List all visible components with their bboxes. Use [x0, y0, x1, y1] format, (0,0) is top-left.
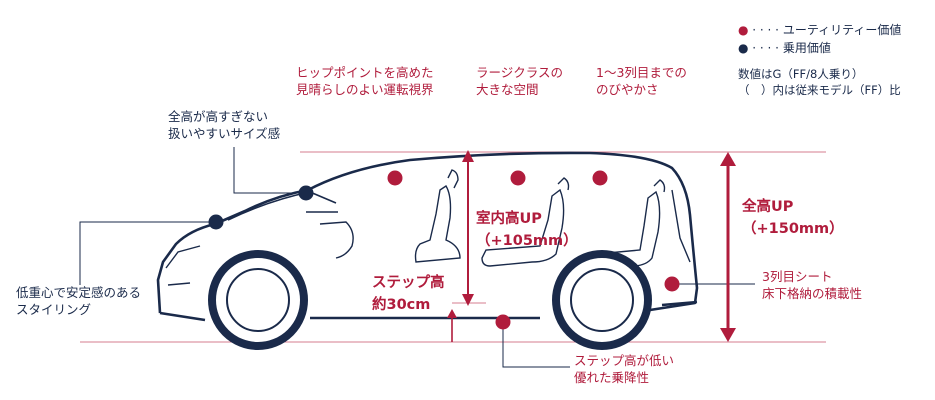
step-height-arrow: [447, 309, 457, 342]
label-interior-height: 室内高UP （+105mm）: [476, 211, 578, 249]
callout-large-space: ラージクラスの 大きな空間: [476, 65, 564, 97]
legend-passenger-label: ● · · · · 乗用価値: [738, 41, 831, 55]
rear-wheel: [552, 250, 652, 350]
callout-size-feel: 全高が高すぎない 扱いやすいサイズ感: [168, 109, 281, 141]
car-body-outline: [156, 151, 699, 314]
leader-step-low: [502, 322, 570, 368]
legend-passenger: ● · · · · 乗用価値: [738, 40, 831, 56]
interior-height-arrow: [462, 150, 474, 306]
legend-bullet-icon: ●: [738, 23, 749, 37]
callout-styling: 低重心で安定感のある スタイリング: [16, 285, 142, 317]
callout-step-low: ステップ高が低い 優れた乗降性: [574, 353, 675, 385]
front-wheel: [208, 250, 308, 350]
legend-utility: ● · · · · ユーティリティー価値: [738, 22, 901, 38]
label-overall-height: 全高UP （+150mm）: [742, 199, 844, 237]
leader-size-feel: [233, 147, 306, 194]
front-seat: [414, 169, 461, 263]
headlight: [165, 245, 201, 286]
dot-row-space: [592, 170, 608, 186]
dot-third-row: [664, 276, 680, 292]
note-line-1: 数値はG（FF/8人乗り）: [738, 67, 864, 81]
label-step-height: ステップ高 約30cm: [372, 275, 445, 313]
callout-row-space: 1～3列目までの のびやかさ: [596, 65, 687, 97]
dashboard-detail: [306, 211, 354, 259]
rear-detail: [671, 189, 691, 263]
legend-bullet-icon: ●: [738, 41, 749, 55]
dot-hip-point: [387, 170, 403, 186]
dot-styling: [208, 214, 224, 230]
leader-styling: [79, 221, 216, 285]
second-seat: [481, 177, 570, 267]
overall-height-arrow: [720, 152, 736, 342]
dot-size-feel: [298, 185, 314, 201]
note-line-2: （ ）内は従来モデル（FF）比: [738, 83, 901, 97]
callout-hip-point: ヒップポイントを高めた 見晴らしのよい運転視界: [296, 65, 434, 97]
callout-third-row: 3列目シート 床下格納の積載性: [762, 269, 863, 301]
dot-large-space: [510, 170, 526, 186]
dot-step-low: [495, 314, 511, 330]
legend-utility-label: ● · · · · ユーティリティー価値: [738, 23, 902, 37]
